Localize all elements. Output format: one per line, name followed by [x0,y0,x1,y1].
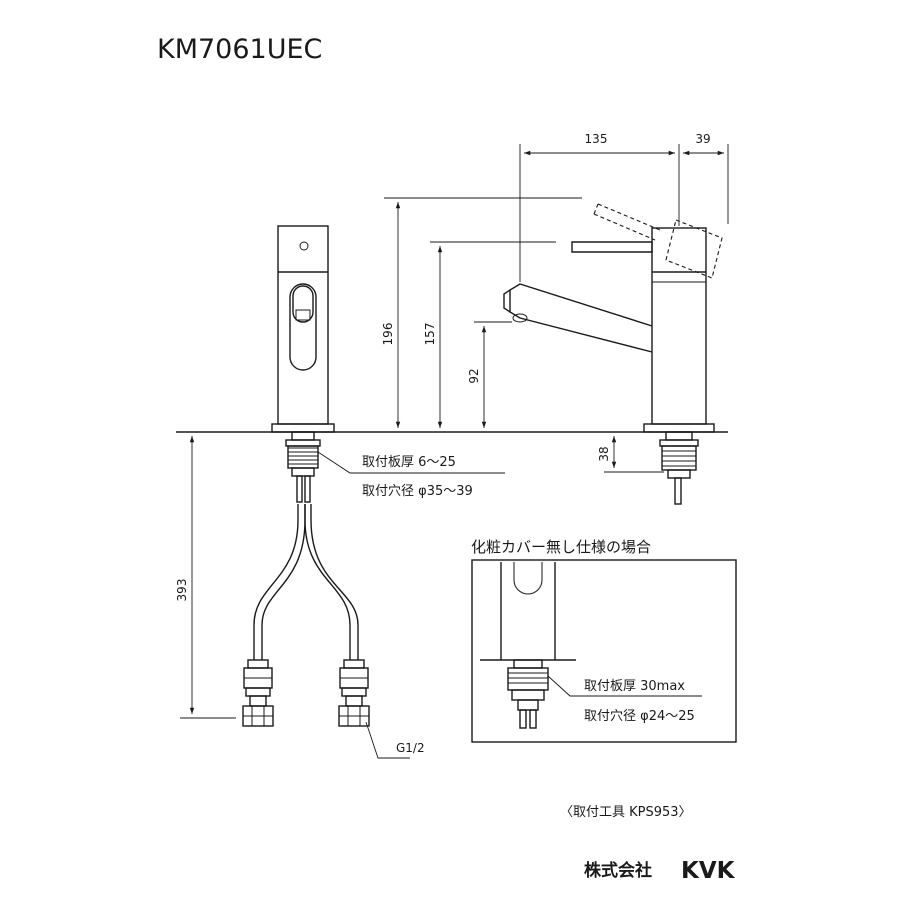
faucet-side-view [503,203,723,505]
dim-157-label: 157 [423,323,437,346]
manufacturer-logo: 株式会社 KVK [584,858,736,884]
dimension-below-deck: 38 [597,436,664,473]
model-number-title: KM7061UEC [157,34,322,65]
faucet-front-view [271,225,335,503]
dimension-vertical-heights: 196 157 92 [381,197,582,428]
brand-name: KVK [681,858,736,884]
thread-callout: G1/2 [365,721,425,759]
dim-135-label: 135 [585,132,608,146]
dim-92-label: 92 [467,368,481,383]
no-cover-variant-inset: 化粧カバー無し仕様の場合 取付板厚 30max 取付穴径 φ24～25 [471,538,737,743]
dim-393-label: 393 [175,579,189,602]
company-prefix: 株式会社 [584,860,652,881]
mounting-hole-label: 取付穴径 φ35～39 [362,484,473,499]
inset-heading: 化粧カバー無し仕様の場合 [471,538,651,556]
mounting-thickness-label: 取付板厚 6～25 [362,455,456,470]
thread-size-label: G1/2 [396,741,425,755]
dim-38-label: 38 [597,446,611,461]
supply-hoses [253,504,359,660]
inset-thickness-label: 取付板厚 30max [584,679,685,694]
dimension-hose-length: 393 [175,436,236,719]
hose-fitting-left [242,659,274,727]
mounting-notes: 取付板厚 6～25 取付穴径 φ35～39 [317,451,505,499]
dim-196-label: 196 [381,323,395,346]
dimension-horizontal: 135 39 [519,132,729,282]
installation-tool-note: 〈取付工具 KPS953〉 [560,805,692,820]
inset-hole-label: 取付穴径 φ24～25 [584,709,695,724]
dim-39-label: 39 [695,132,710,146]
hose-fitting-right [338,659,370,727]
